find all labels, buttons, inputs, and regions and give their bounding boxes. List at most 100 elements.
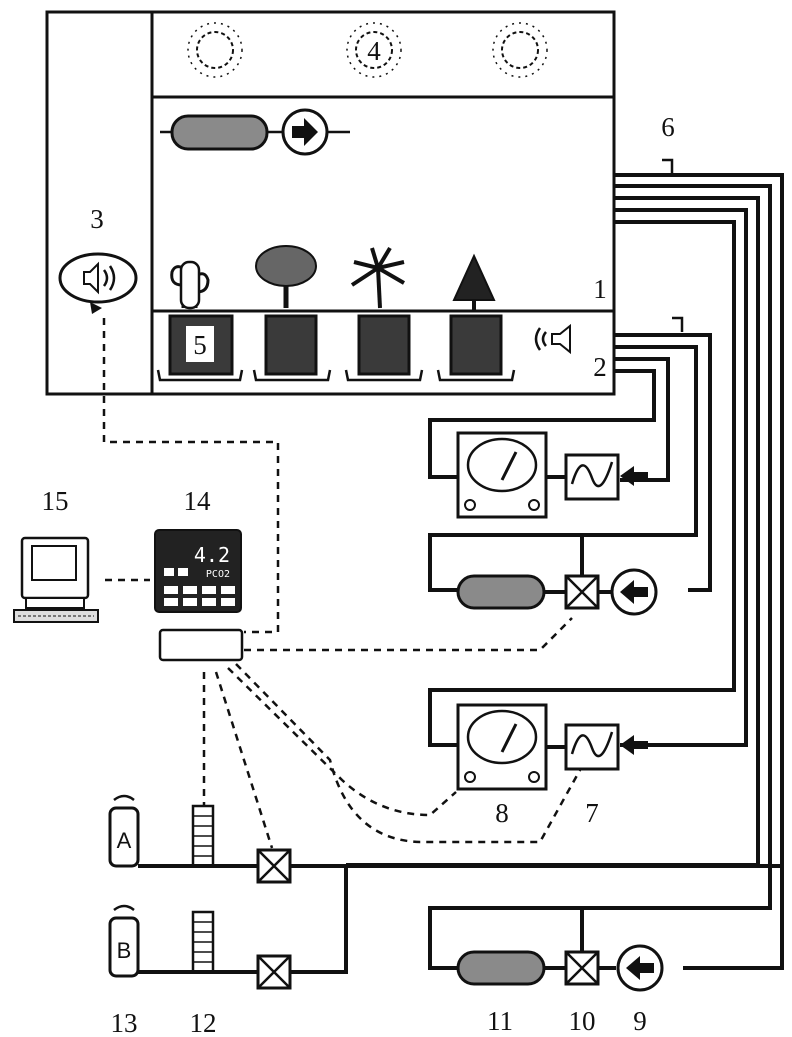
- meter-dial: [466, 437, 538, 493]
- sound-unit-waves-icon: [102, 265, 116, 291]
- chamber-outline: [45, 10, 616, 396]
- conifer-plant-icon: [452, 253, 496, 310]
- label-cylinder-b: B: [117, 938, 132, 963]
- arrow-left-icon: [620, 580, 648, 604]
- label-root-zone: 2: [593, 352, 607, 382]
- pot-label-bg: [186, 326, 214, 362]
- palm-plant-icon: [350, 246, 405, 309]
- computer-screen: [31, 545, 77, 581]
- label-controller: 14: [184, 486, 212, 516]
- line-a: [614, 173, 784, 970]
- pot-trays: [156, 369, 516, 382]
- controller-key: [221, 586, 235, 594]
- lamp-icon: [492, 22, 548, 78]
- chamber-analyzer-group: 8 7: [456, 703, 648, 828]
- cylinder-valve-top: [113, 904, 135, 912]
- valve-cross: [565, 575, 599, 609]
- controller-group: 14 4.2 PCO2: [154, 486, 244, 662]
- controller-key: [164, 568, 174, 576]
- tree-plant-icon: [255, 245, 317, 308]
- line-i: [428, 369, 656, 479]
- label-pot: 5: [193, 330, 207, 360]
- label-lamp: 4: [367, 36, 381, 66]
- lines-leader-2: [672, 316, 684, 332]
- signal-sound-unit: [102, 318, 280, 634]
- sound-waves-icon: [534, 327, 547, 351]
- label-valve: 10: [569, 1006, 596, 1036]
- sound-unit-speaker-icon: [83, 261, 99, 295]
- controller-key: [221, 598, 235, 606]
- bottom-flow-group: 9 10 11: [456, 908, 664, 1036]
- label-gas-cylinder: 13: [111, 1008, 138, 1037]
- computer-base: [25, 597, 85, 609]
- chamber-scrubber: [170, 114, 269, 151]
- signal-gas-valve: [214, 671, 274, 849]
- label-filter: 7: [585, 798, 599, 828]
- label-scrubber: 11: [487, 1006, 513, 1036]
- controller-key: [164, 598, 178, 606]
- meter-knob: [464, 499, 476, 511]
- interface-box: [158, 628, 244, 662]
- line-b: [428, 184, 772, 970]
- line-d: [614, 208, 748, 747]
- meter-knob: [528, 499, 540, 511]
- growth-chamber: 4 5 3: [45, 10, 616, 396]
- label-chamber: 1: [593, 274, 607, 304]
- arrow-left-icon: [626, 956, 654, 980]
- line-e: [428, 220, 736, 747]
- signal-lines: [102, 318, 582, 849]
- flowmeter-ticks: [193, 815, 213, 857]
- lamp-icon: [187, 22, 243, 78]
- valve-cross: [257, 849, 291, 883]
- meter-needle: [500, 451, 518, 481]
- pot: [357, 314, 411, 376]
- scrubber: [456, 950, 546, 986]
- gas-cylinder-a: [108, 806, 140, 868]
- lamp-icon: [346, 22, 402, 78]
- cactus-plant-icon: [170, 260, 210, 310]
- root-analyzer-group: [456, 431, 658, 616]
- gas-supply-group: A B 13 12: [108, 794, 782, 1037]
- computer-group: 15: [13, 486, 99, 623]
- valve-cross: [565, 951, 599, 985]
- cylinder-valve-top: [113, 794, 135, 802]
- signal-analyzer: [227, 667, 457, 817]
- arrow-left-icon: [620, 466, 648, 486]
- arrow-right-icon: [292, 118, 318, 146]
- supply-line-b: [290, 866, 348, 974]
- line-f: [614, 333, 712, 592]
- label-sound-unit: 3: [90, 204, 104, 234]
- meter-needle: [500, 723, 518, 753]
- filter-wave: [570, 461, 614, 488]
- pot: [264, 314, 318, 376]
- controller-key: [183, 598, 197, 606]
- scrubber: [456, 574, 546, 610]
- pot: [449, 314, 503, 376]
- line-g: [428, 345, 698, 592]
- flowmeter-ticks: [193, 921, 213, 963]
- speaker-icon: [551, 323, 571, 355]
- valve-cross: [257, 955, 291, 989]
- label-pump: 9: [633, 1006, 647, 1036]
- loop-arrow-icon: [90, 302, 102, 314]
- label-lines: 6: [661, 112, 675, 142]
- label-cylinder-a: A: [117, 828, 132, 853]
- controller-display-value: 4.2: [194, 543, 230, 567]
- filter-wave: [570, 731, 614, 758]
- controller-key: [178, 568, 188, 576]
- label-computer: 15: [42, 486, 69, 516]
- controller-display-text: PCO2: [206, 569, 230, 580]
- air-lines-bundle: [346, 173, 784, 970]
- controller-key: [202, 586, 216, 594]
- label-analyzer: 8: [495, 798, 509, 828]
- meter-knob: [464, 771, 476, 783]
- controller-key: [202, 598, 216, 606]
- meter-knob: [528, 771, 540, 783]
- signal-valve: [244, 617, 573, 652]
- arrow-left-icon: [620, 735, 648, 755]
- controller-key: [183, 586, 197, 594]
- signal-filter: [235, 663, 582, 844]
- label-flowmeter: 12: [190, 1008, 217, 1037]
- controller-key: [164, 586, 178, 594]
